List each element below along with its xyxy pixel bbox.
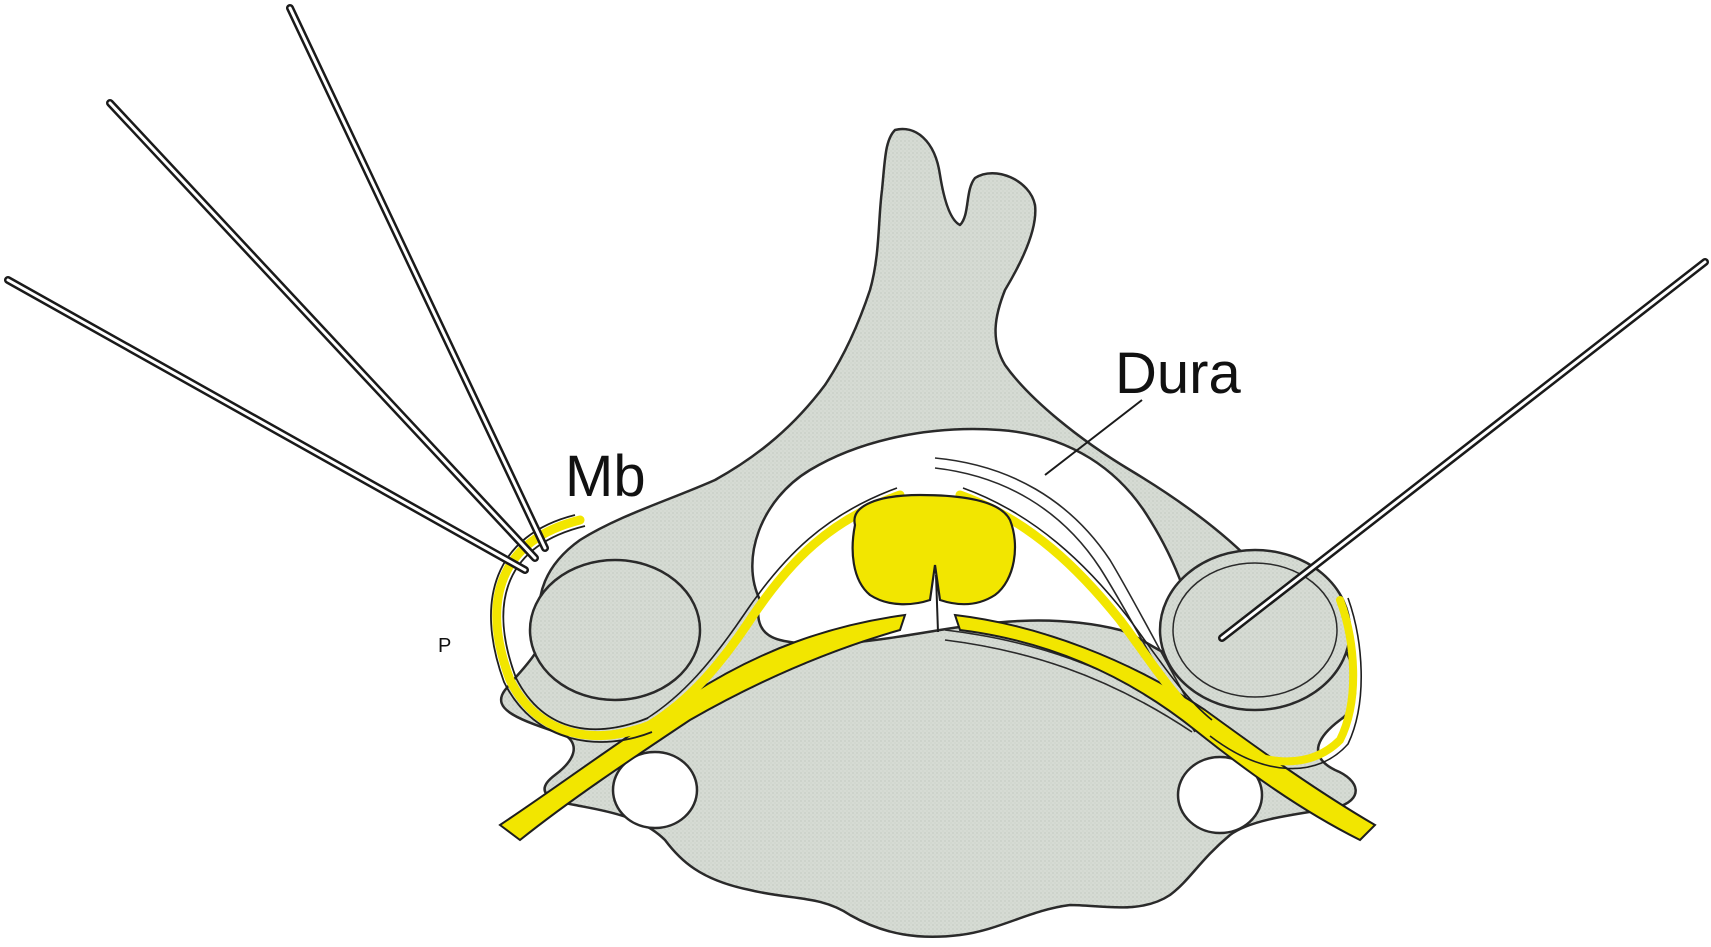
instrument-2 xyxy=(110,103,535,558)
right-articular-mass xyxy=(1160,550,1350,710)
label-p: P xyxy=(438,635,451,657)
label-dura: Dura xyxy=(1115,341,1241,406)
instrument-1 xyxy=(290,8,545,548)
instrument-3 xyxy=(8,280,525,570)
label-mb: Mb xyxy=(565,444,646,509)
instrument-4 xyxy=(1222,262,1705,638)
left-articular-mass xyxy=(530,560,700,700)
